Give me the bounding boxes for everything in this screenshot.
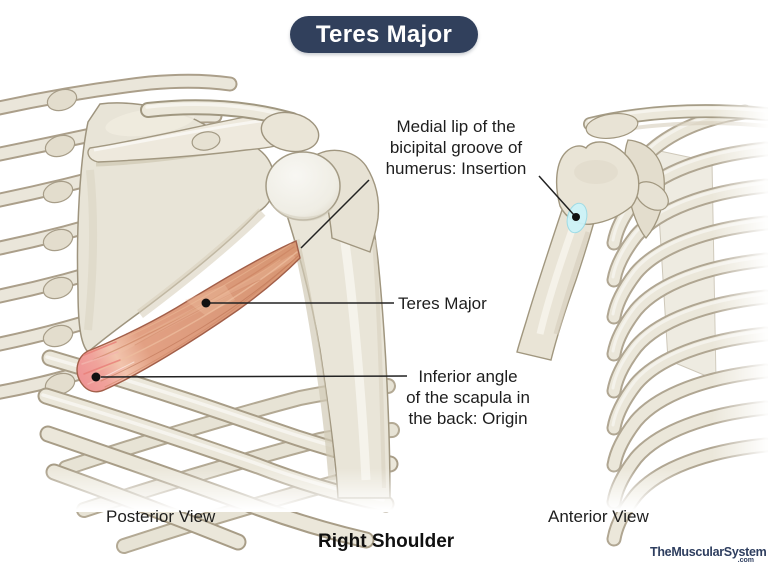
insertion-leader-left	[300, 179, 370, 249]
label-insertion-line2: bicipital groove of	[389, 138, 523, 157]
brand-name: TheMuscularSystem	[650, 545, 767, 559]
scapula-anterior	[585, 112, 669, 240]
label-teres-major-text: Teres Major	[398, 294, 487, 313]
humerus-anterior	[516, 141, 640, 361]
humerus-posterior	[191, 111, 391, 499]
label-insertion: Medial lip of the bicipital groove of hu…	[366, 116, 546, 179]
teres-major-muscle	[76, 240, 301, 393]
label-insertion-line3: humerus: Insertion	[385, 159, 527, 178]
caption-anterior-view: Anterior View	[548, 507, 649, 526]
insertion-marker-dot	[572, 213, 580, 221]
label-origin: Inferior angle of the scapula in the bac…	[382, 366, 554, 429]
muscle-marker-dot	[201, 298, 211, 308]
title-text: Teres Major	[315, 20, 453, 48]
origin-marker-dot	[91, 372, 101, 382]
origin-leader	[100, 375, 408, 378]
insertion-leader-right	[538, 175, 575, 216]
label-teres-major: Teres Major	[398, 293, 487, 314]
leader-lines	[91, 175, 580, 382]
right-fade	[712, 58, 768, 510]
label-origin-line2: of the scapula in	[406, 388, 530, 407]
bottom-fade	[0, 468, 768, 512]
acromioclavicular-joint	[191, 131, 221, 151]
title-badge: Teres Major	[290, 16, 478, 53]
brand-watermark: TheMuscularSystem .com	[650, 545, 767, 564]
acromion	[260, 111, 320, 153]
label-insertion-line1: Medial lip of the	[396, 117, 516, 136]
caption-posterior-view: Posterior View	[106, 507, 216, 526]
caption-right-shoulder: Right Shoulder	[318, 531, 455, 552]
rib-tubercle-knobs	[42, 88, 78, 396]
brand-tld: .com	[737, 557, 754, 564]
scapula	[76, 102, 299, 354]
anterior-view-illustration	[516, 104, 768, 547]
label-origin-line1: Inferior angle	[418, 367, 518, 386]
label-origin-line3: the back: Origin	[408, 409, 528, 428]
acromion-anterior	[585, 112, 639, 140]
